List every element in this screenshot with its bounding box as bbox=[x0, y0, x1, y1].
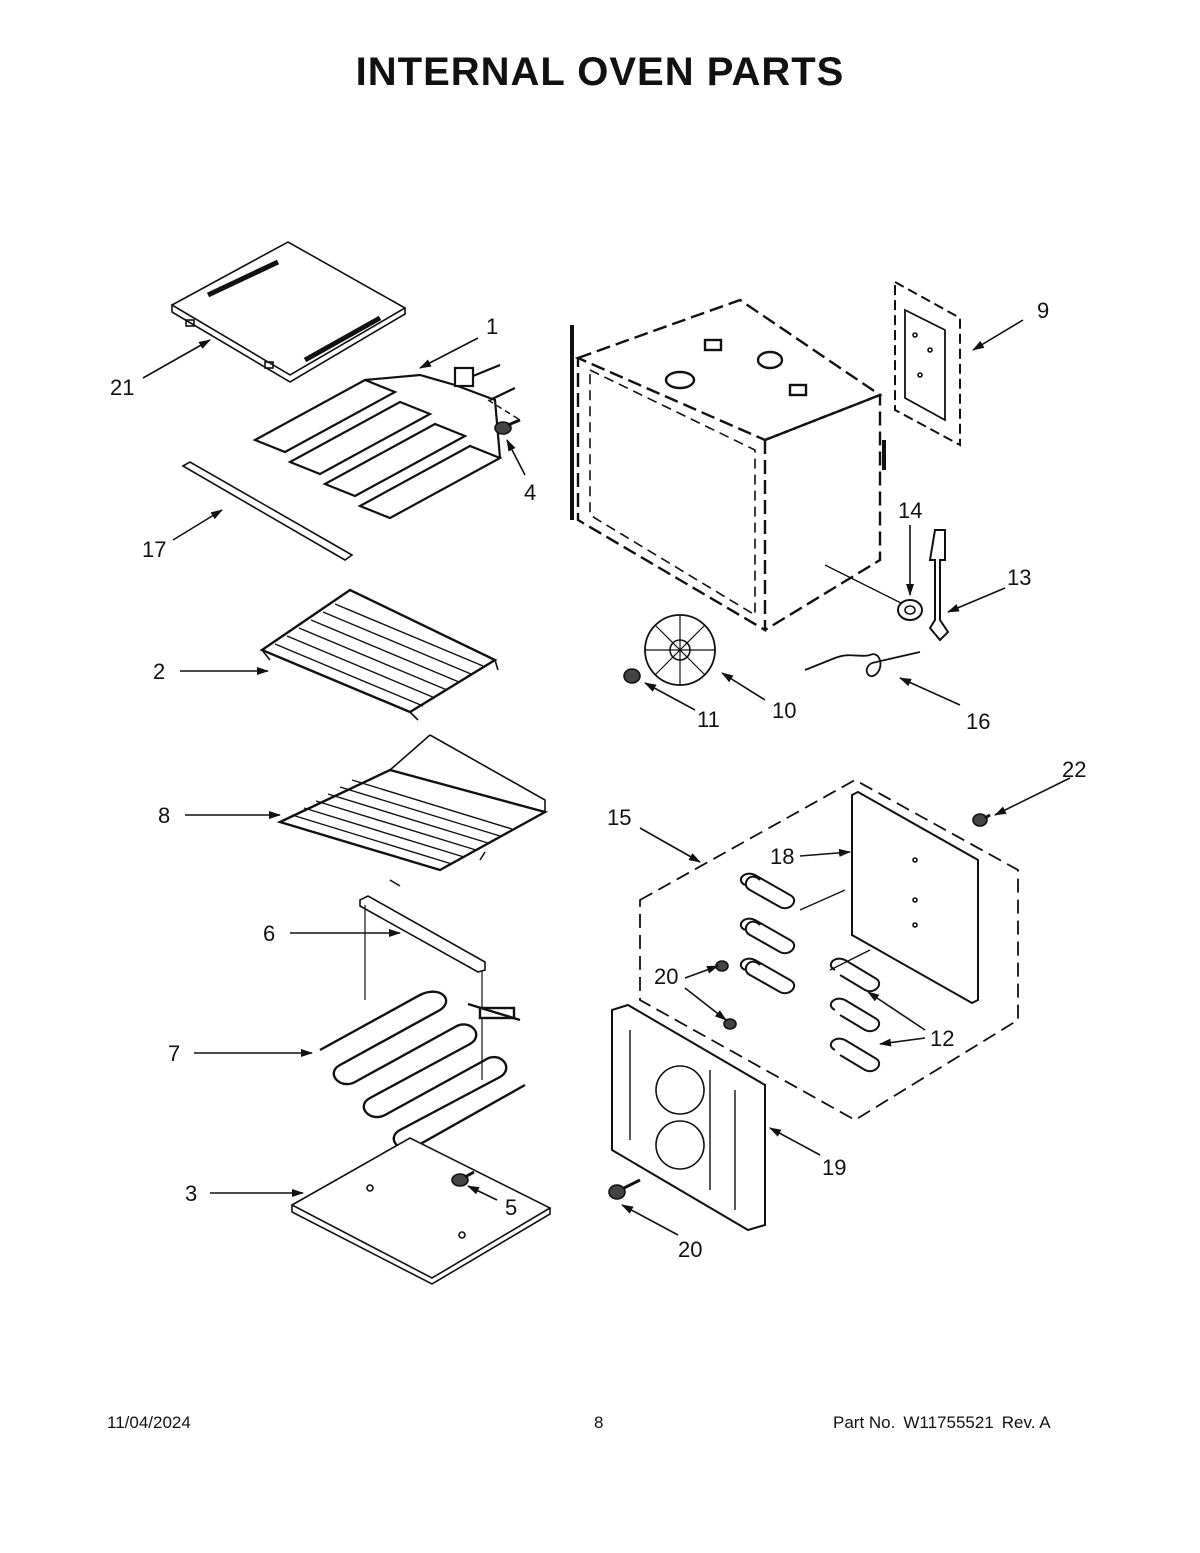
callout-5: 5 bbox=[505, 1195, 517, 1220]
arrow-20a bbox=[684, 965, 719, 979]
callout-15: 15 bbox=[607, 805, 631, 830]
oven-cavity-part bbox=[570, 298, 886, 633]
rollout-rack-part bbox=[276, 734, 549, 887]
callout-14: 14 bbox=[898, 498, 922, 523]
arrow-13 bbox=[947, 587, 1006, 613]
arrow-21 bbox=[142, 339, 211, 379]
bake-element-part bbox=[319, 990, 526, 1151]
callout-21: 21 bbox=[110, 375, 134, 400]
arrow-11 bbox=[644, 682, 696, 711]
arrow-20b bbox=[684, 987, 727, 1021]
bottom-plate-part bbox=[290, 1137, 552, 1285]
arrow-16 bbox=[899, 677, 961, 706]
part-label: Part No. bbox=[833, 1413, 896, 1432]
screw-part bbox=[608, 813, 991, 1200]
arrow-22 bbox=[994, 777, 1071, 816]
leader-arrows bbox=[142, 319, 1071, 1236]
page-title: INTERNAL OVEN PARTS bbox=[355, 50, 845, 94]
convection-element-part bbox=[739, 872, 881, 1073]
fan-blade-part bbox=[644, 614, 716, 686]
arrow-5 bbox=[467, 1185, 498, 1201]
callout-16: 16 bbox=[966, 709, 990, 734]
callout-17: 17 bbox=[142, 537, 166, 562]
screw-part bbox=[451, 1170, 475, 1187]
control-bracket-part bbox=[894, 280, 961, 447]
callout-20b: 20 bbox=[678, 1237, 702, 1262]
arrow-15 bbox=[639, 827, 701, 863]
nut-part bbox=[623, 668, 641, 684]
part-number: W11755521 bbox=[903, 1413, 994, 1432]
footer-date: 11/04/2024 bbox=[107, 1413, 191, 1432]
arrow-18 bbox=[799, 848, 851, 857]
callout-13: 13 bbox=[1007, 565, 1031, 590]
arrow-12b bbox=[879, 1037, 926, 1047]
sensor-connector-part bbox=[928, 529, 950, 642]
arrow-20c bbox=[621, 1204, 679, 1236]
arrow-19 bbox=[769, 1127, 821, 1156]
screw-part bbox=[494, 418, 521, 435]
revision: Rev. A bbox=[1001, 1413, 1051, 1432]
back-plate-part bbox=[851, 790, 979, 1005]
motor-hub-part bbox=[824, 564, 923, 621]
callout-11: 11 bbox=[697, 707, 720, 732]
arrow-10 bbox=[721, 672, 766, 701]
callout-1: 1 bbox=[486, 314, 498, 339]
callout-12: 12 bbox=[930, 1026, 954, 1051]
callout-10: 10 bbox=[772, 698, 796, 723]
callout-20a: 20 bbox=[654, 964, 678, 989]
callout-9: 9 bbox=[1037, 298, 1049, 323]
callout-8: 8 bbox=[158, 803, 170, 828]
callout-22: 22 bbox=[1062, 757, 1086, 782]
callout-7: 7 bbox=[168, 1041, 180, 1066]
footer-page-number: 8 bbox=[594, 1413, 604, 1432]
arrow-9 bbox=[972, 319, 1024, 351]
oven-rack-part bbox=[259, 588, 499, 721]
fan-housing-part bbox=[611, 1003, 766, 1232]
footer-part-number: Part No. W11755521 Rev. A bbox=[833, 1413, 1051, 1433]
arrow-4 bbox=[506, 439, 526, 476]
callout-2: 2 bbox=[153, 659, 165, 684]
side-bracket-part bbox=[359, 895, 486, 1080]
top-plate-part bbox=[170, 241, 407, 383]
callout-18: 18 bbox=[770, 844, 794, 869]
callout-6: 6 bbox=[263, 921, 275, 946]
arrow-12a bbox=[867, 991, 926, 1031]
arrow-1 bbox=[419, 337, 479, 369]
broil-element-part bbox=[252, 363, 521, 520]
callout-3: 3 bbox=[185, 1181, 197, 1206]
convection-assembly-outline bbox=[639, 778, 1019, 1122]
temperature-probe-part bbox=[804, 651, 921, 678]
callout-4: 4 bbox=[524, 480, 536, 505]
bracket-strip-part bbox=[181, 461, 354, 561]
arrow-17 bbox=[172, 509, 223, 541]
callout-19: 19 bbox=[822, 1155, 846, 1180]
